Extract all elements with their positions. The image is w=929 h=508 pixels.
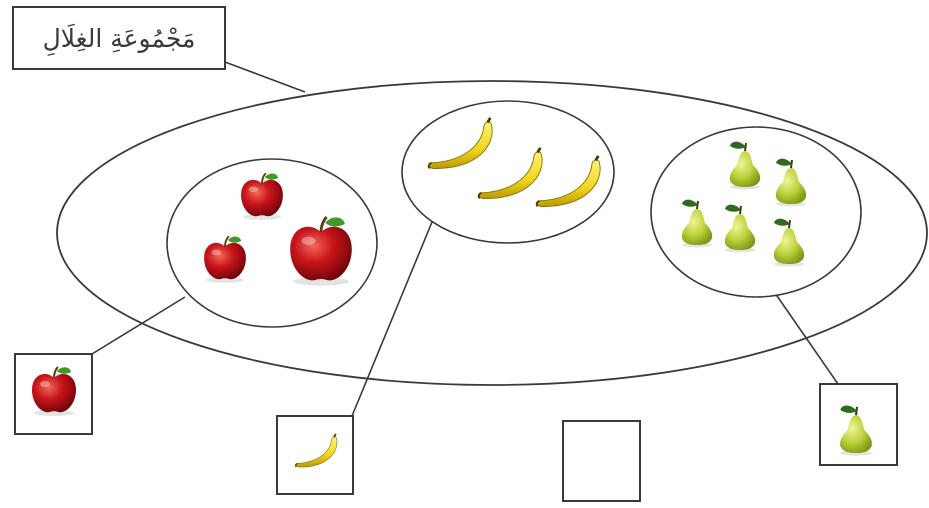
pears-subset-ellipse <box>651 127 861 297</box>
title-box: مَجْمُوعَةِ الغِلَالِ <box>12 6 226 70</box>
apple-connector-line <box>92 297 185 354</box>
banana-element-box <box>277 416 353 494</box>
diagram-title: مَجْمُوعَةِ الغِلَالِ <box>43 24 196 53</box>
bananas-subset-ellipse <box>402 101 614 243</box>
empty-element-box[interactable] <box>563 421 640 501</box>
title-connector-line <box>225 62 305 92</box>
